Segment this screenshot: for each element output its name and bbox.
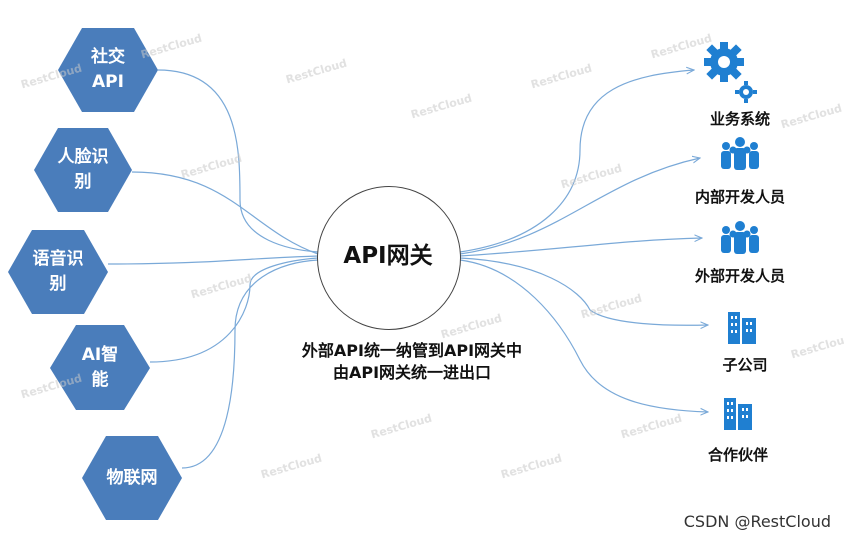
node-label-subsidiary: 子公司 bbox=[722, 356, 768, 374]
node-label-external-devs: 外部开发人员 bbox=[694, 267, 785, 285]
api-gateway-circle bbox=[317, 186, 461, 330]
hexagon-label: 人脸识 别 bbox=[57, 147, 109, 192]
hexagon-label: 物联网 bbox=[106, 468, 158, 488]
people-icon bbox=[721, 137, 759, 170]
hexagon-label: AI智 能 bbox=[81, 345, 119, 390]
description-line: 由API网关统一进出口 bbox=[332, 363, 492, 383]
hexagon-ai bbox=[50, 325, 150, 410]
api-gateway-title: API网关 bbox=[343, 243, 433, 269]
node-label-business-system: 业务系统 bbox=[709, 110, 770, 128]
connector-iot bbox=[181, 259, 319, 469]
arrow-external-devs bbox=[459, 238, 702, 257]
footer-credit: CSDN @RestCloud bbox=[683, 512, 831, 531]
gear-icon bbox=[704, 42, 757, 103]
building-icon bbox=[724, 398, 752, 430]
hexagon-label: 语音识 别 bbox=[32, 249, 84, 294]
hexagon-iot bbox=[82, 436, 182, 520]
node-label-partner: 合作伙伴 bbox=[707, 446, 768, 464]
connector-face-recognition bbox=[131, 171, 319, 255]
arrow-business-system bbox=[459, 70, 694, 253]
hexagon-label: 社交 API bbox=[91, 47, 125, 92]
description-line: 外部API统一纳管到API网关中 bbox=[301, 341, 523, 360]
hexagon-voice-recognition bbox=[8, 230, 108, 314]
connector-voice-recognition bbox=[107, 255, 319, 265]
hexagon-social-api bbox=[58, 28, 158, 112]
people-icon bbox=[721, 221, 759, 254]
gateway-description: 外部API统一纳管到API网关中 由API网关统一进出口 bbox=[272, 340, 552, 385]
arrow-partner bbox=[459, 259, 708, 412]
arrow-subsidiary bbox=[459, 257, 708, 325]
building-icon bbox=[728, 312, 756, 344]
hexagon-face-recognition bbox=[34, 128, 132, 212]
connector-social-api bbox=[157, 69, 319, 253]
node-label-internal-devs: 内部开发人员 bbox=[694, 188, 785, 206]
arrow-internal-devs bbox=[459, 158, 700, 255]
